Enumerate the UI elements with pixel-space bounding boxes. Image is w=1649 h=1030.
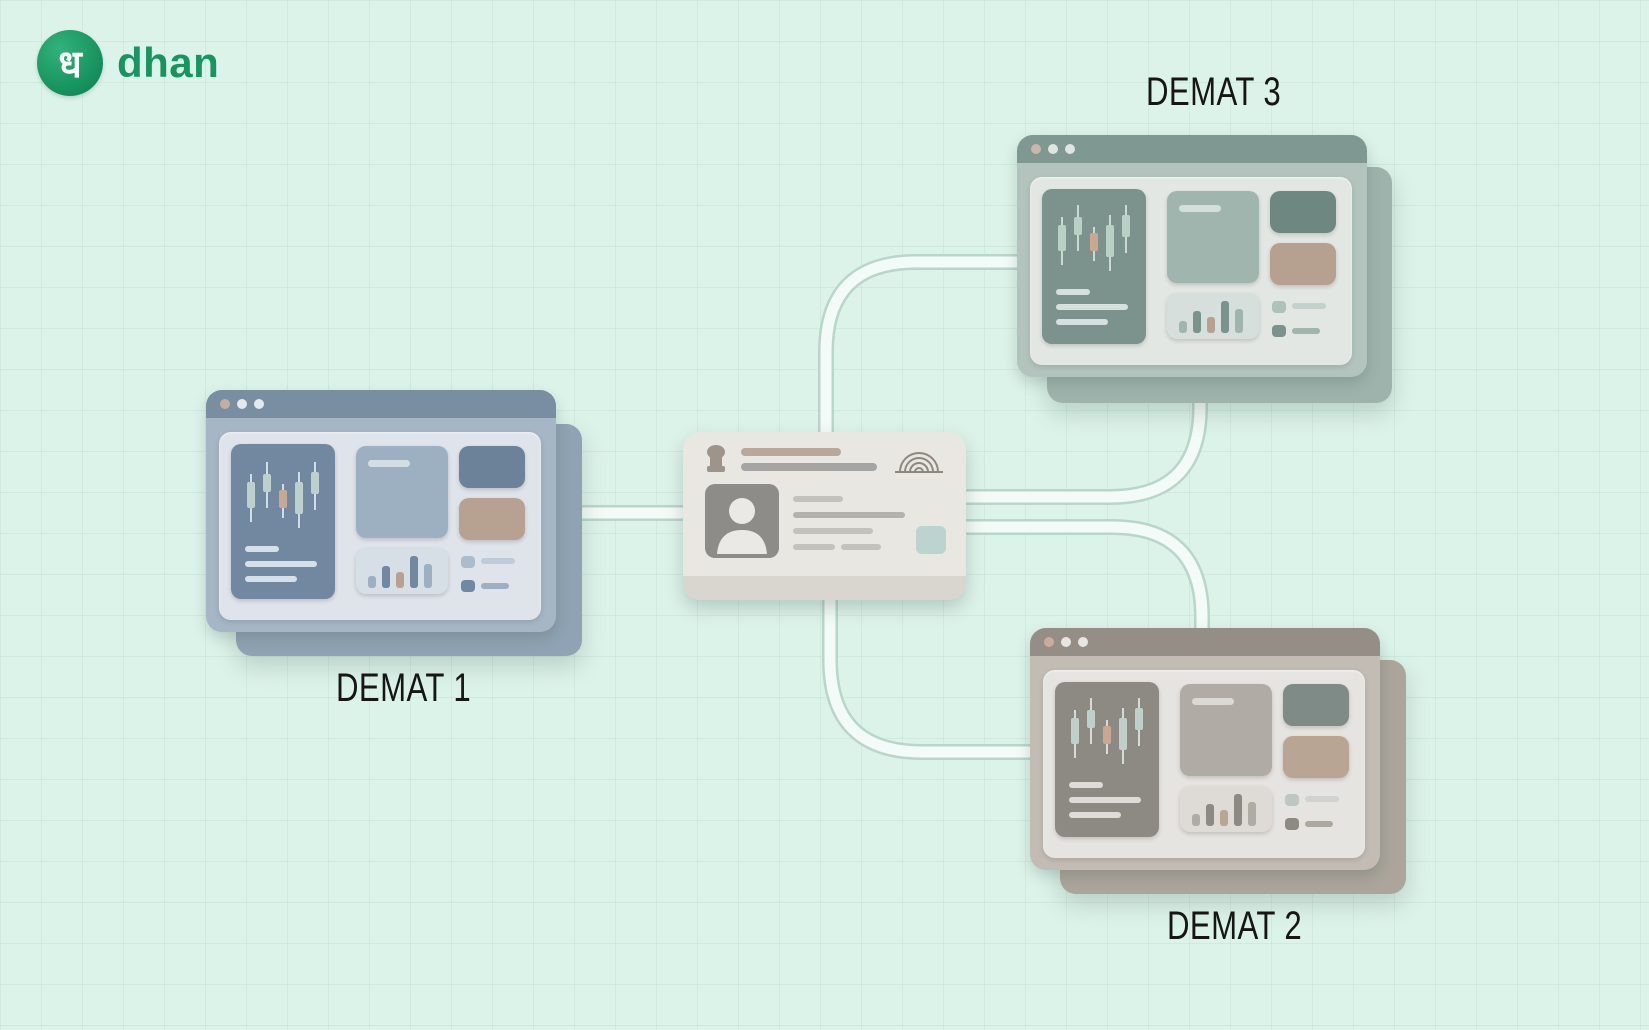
fingerprint-icon [895, 452, 943, 473]
id-card [683, 432, 966, 600]
demat-3-label: DEMAT 3 [1146, 70, 1282, 114]
dashboard-panel [219, 432, 541, 620]
bar-chart-icon [1167, 293, 1259, 339]
demat-1-window [206, 390, 582, 658]
emblem-icon [707, 445, 725, 472]
candlestick-chart-icon [231, 444, 335, 599]
demat-3-window [1017, 135, 1392, 405]
dashboard-panel [1043, 670, 1365, 858]
dhan-logo: ध dhan [37, 30, 219, 96]
bar-chart-icon [356, 548, 448, 594]
dashboard-panel [1030, 177, 1352, 365]
user-avatar-icon [705, 484, 779, 558]
bar-chart-icon [1180, 786, 1272, 832]
demat-2-window [1030, 628, 1408, 896]
demat-2-label: DEMAT 2 [1167, 904, 1303, 948]
candlestick-chart-icon [1042, 189, 1146, 344]
window-titlebar [1030, 628, 1380, 656]
window-titlebar [1017, 135, 1367, 163]
candlestick-chart-icon [1055, 682, 1159, 837]
logo-badge-icon: ध [37, 30, 103, 96]
logo-wordmark: dhan [117, 39, 220, 86]
window-titlebar [206, 390, 556, 418]
demat-1-label: DEMAT 1 [336, 666, 472, 710]
